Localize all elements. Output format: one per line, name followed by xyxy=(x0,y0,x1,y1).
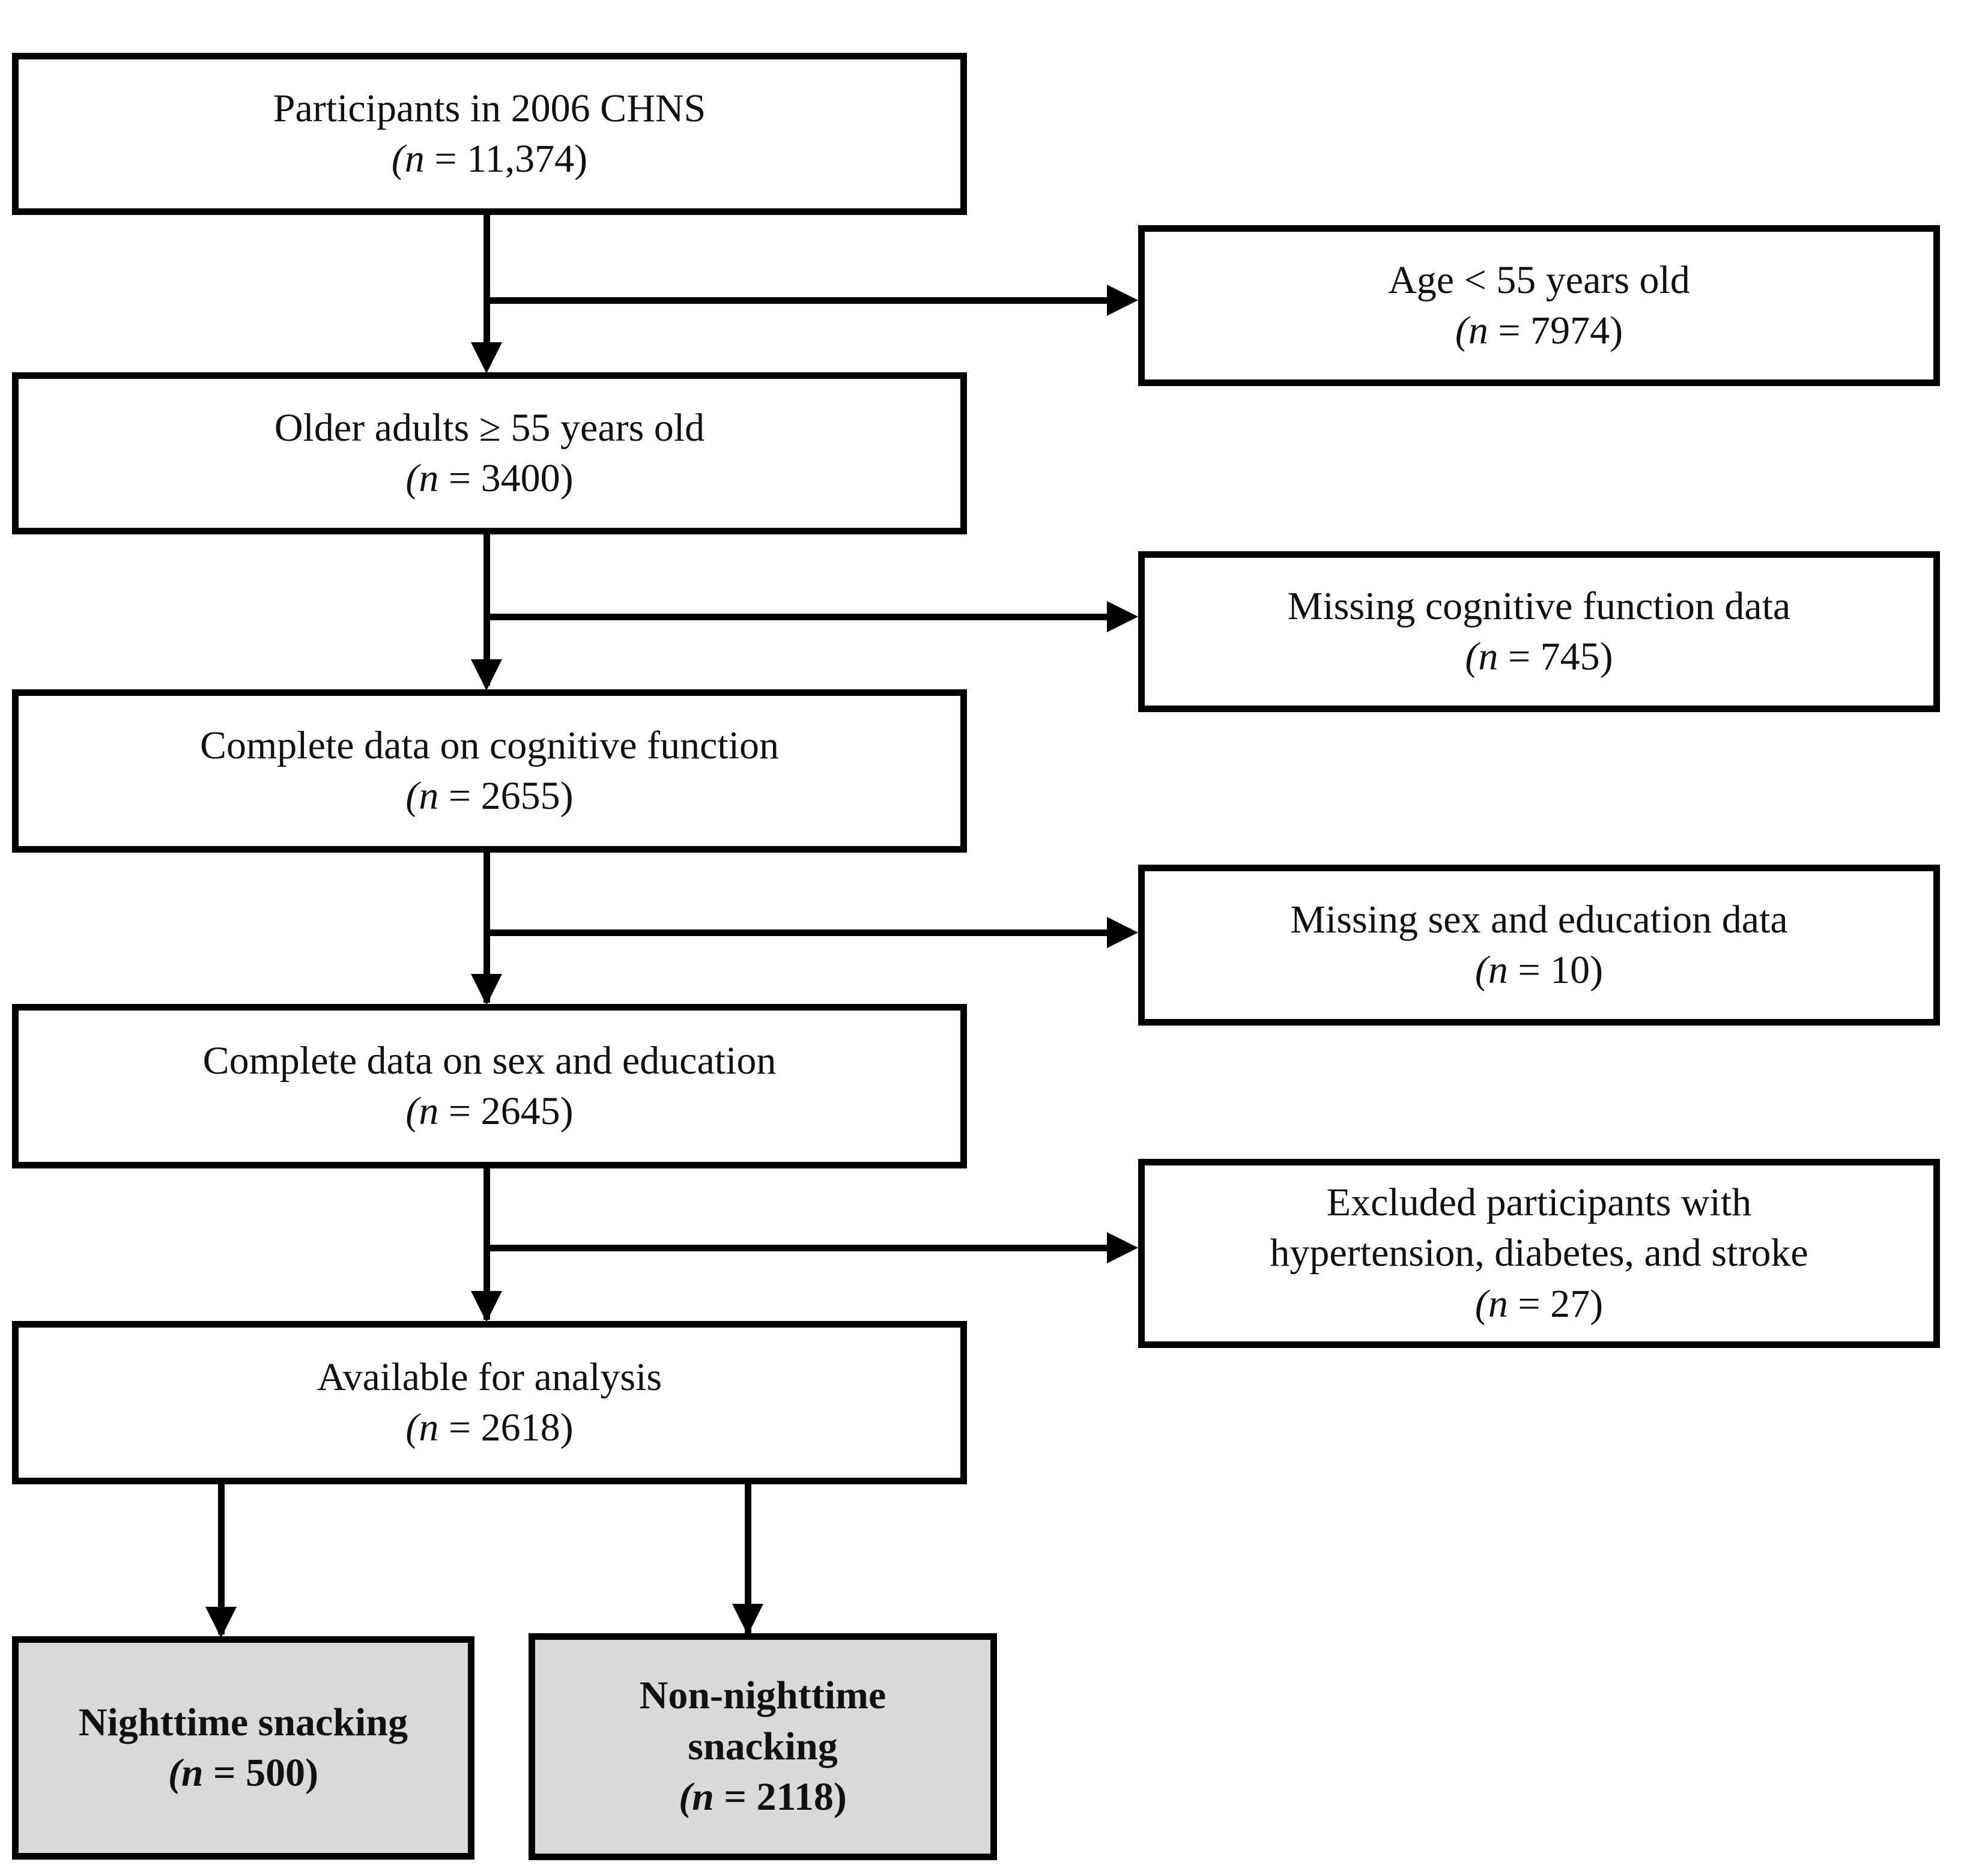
connector-vline-5-left xyxy=(218,1484,225,1634)
connector-vline-1 xyxy=(483,215,490,366)
arrow-right-1 xyxy=(1107,285,1138,316)
node-missing-sex-education-label: Missing sex and education data xyxy=(1290,897,1788,942)
arrow-down-2 xyxy=(471,659,502,691)
node-complete-sex-education-count: (n = 2645) xyxy=(405,1089,574,1133)
node-missing-cognitive: Missing cognitive function data (n = 745… xyxy=(1138,551,1940,712)
node-non-nighttime-snacking-label-1: Non-nighttime xyxy=(639,1673,886,1718)
node-participants-count: (n = 11,374) xyxy=(391,137,588,181)
connector-hline-4 xyxy=(483,1245,1108,1251)
node-missing-cognitive-label: Missing cognitive function data xyxy=(1287,584,1791,628)
arrow-down-3 xyxy=(471,974,502,1005)
connector-hline-2 xyxy=(483,614,1108,620)
node-non-nighttime-snacking-label-2: snacking xyxy=(688,1724,838,1768)
arrow-down-4 xyxy=(471,1291,502,1322)
node-available-for-analysis-label: Available for analysis xyxy=(317,1355,662,1399)
arrow-right-4 xyxy=(1107,1232,1138,1263)
node-missing-sex-education: Missing sex and education data (n = 10) xyxy=(1138,865,1940,1026)
node-excluded-conditions-label-1: Excluded participants with xyxy=(1326,1180,1752,1224)
connector-hline-1 xyxy=(483,297,1108,304)
arrow-right-2 xyxy=(1107,601,1138,632)
node-age-under-55: Age < 55 years old (n = 7974) xyxy=(1138,225,1940,386)
node-excluded-conditions-count: (n = 27) xyxy=(1474,1281,1604,1326)
connector-vline-3 xyxy=(483,853,490,1003)
node-available-for-analysis: Available for analysis (n = 2618) xyxy=(12,1321,967,1484)
node-complete-sex-education-label: Complete data on sex and education xyxy=(202,1038,777,1083)
node-complete-cognitive-count: (n = 2655) xyxy=(405,774,574,818)
node-missing-cognitive-count: (n = 745) xyxy=(1465,635,1613,679)
connector-vline-4 xyxy=(483,1168,490,1320)
node-age-under-55-count: (n = 7974) xyxy=(1455,309,1623,352)
node-older-adults: Older adults ≥ 55 years old (n = 3400) xyxy=(12,372,967,534)
node-nighttime-snacking-label: Nighttime snacking xyxy=(78,1700,408,1744)
connector-vline-2 xyxy=(483,534,490,686)
node-nighttime-snacking-count: (n = 500) xyxy=(168,1751,319,1795)
node-complete-cognitive-label: Complete data on cognitive function xyxy=(199,723,780,767)
arrow-right-3 xyxy=(1107,917,1138,948)
node-age-under-55-label: Age < 55 years old xyxy=(1388,258,1690,302)
node-nighttime-snacking: Nighttime snacking (n = 500) xyxy=(12,1636,474,1860)
node-non-nighttime-snacking: Non-nighttime snacking (n = 2118) xyxy=(529,1633,997,1860)
arrow-down-1 xyxy=(471,342,502,373)
node-missing-sex-education-count: (n = 10) xyxy=(1474,948,1604,992)
node-participants: Participants in 2006 CHNS (n = 11,374) xyxy=(12,53,967,215)
arrow-down-5-right xyxy=(732,1604,763,1635)
node-excluded-conditions: Excluded participants with hypertension,… xyxy=(1138,1159,1940,1348)
node-complete-sex-education: Complete data on sex and education (n = … xyxy=(12,1004,967,1168)
arrow-down-5-left xyxy=(205,1607,237,1638)
node-participants-label: Participants in 2006 CHNS xyxy=(273,86,706,130)
node-older-adults-count: (n = 3400) xyxy=(405,456,574,500)
connector-vline-5-right xyxy=(745,1484,751,1634)
node-excluded-conditions-label-2: hypertension, diabetes, and stroke xyxy=(1270,1231,1808,1275)
connector-hline-3 xyxy=(483,929,1108,936)
node-older-adults-label: Older adults ≥ 55 years old xyxy=(274,405,705,450)
node-complete-cognitive: Complete data on cognitive function (n =… xyxy=(12,689,967,853)
node-non-nighttime-snacking-count: (n = 2118) xyxy=(679,1775,847,1819)
node-available-for-analysis-count: (n = 2618) xyxy=(405,1406,574,1449)
